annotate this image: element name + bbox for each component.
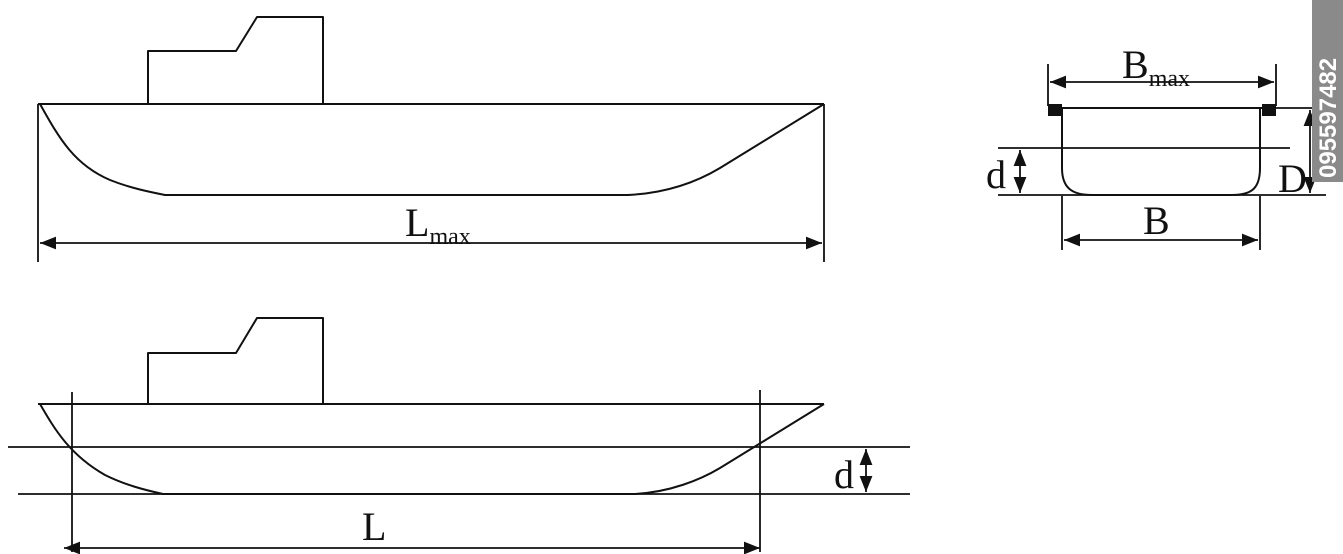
l-label: L <box>362 504 386 549</box>
section-hull <box>1061 108 1261 196</box>
watermark: 095597482 <box>1312 0 1343 182</box>
depth-label: D <box>1278 156 1307 201</box>
ship-side-view-lmax: Lmax <box>37 16 825 262</box>
cross-section: Bmax B d D <box>986 42 1326 250</box>
draft-label-side: d <box>834 452 854 497</box>
superstructure <box>147 16 324 104</box>
bmax-label: Bmax <box>1122 42 1190 92</box>
ship-side-view-l: L d <box>8 317 910 554</box>
hull-outline-bottom <box>39 403 825 495</box>
fender-right <box>1262 104 1276 116</box>
watermark-text: 095597482 <box>1315 58 1342 178</box>
b-label: B <box>1143 198 1170 243</box>
section-draft-label: d <box>986 152 1006 197</box>
lmax-label: Lmax <box>405 200 471 250</box>
fender-left <box>1048 104 1062 116</box>
hull-outline <box>39 103 825 196</box>
watermark-background <box>1312 0 1343 182</box>
superstructure-bottom <box>147 317 324 404</box>
